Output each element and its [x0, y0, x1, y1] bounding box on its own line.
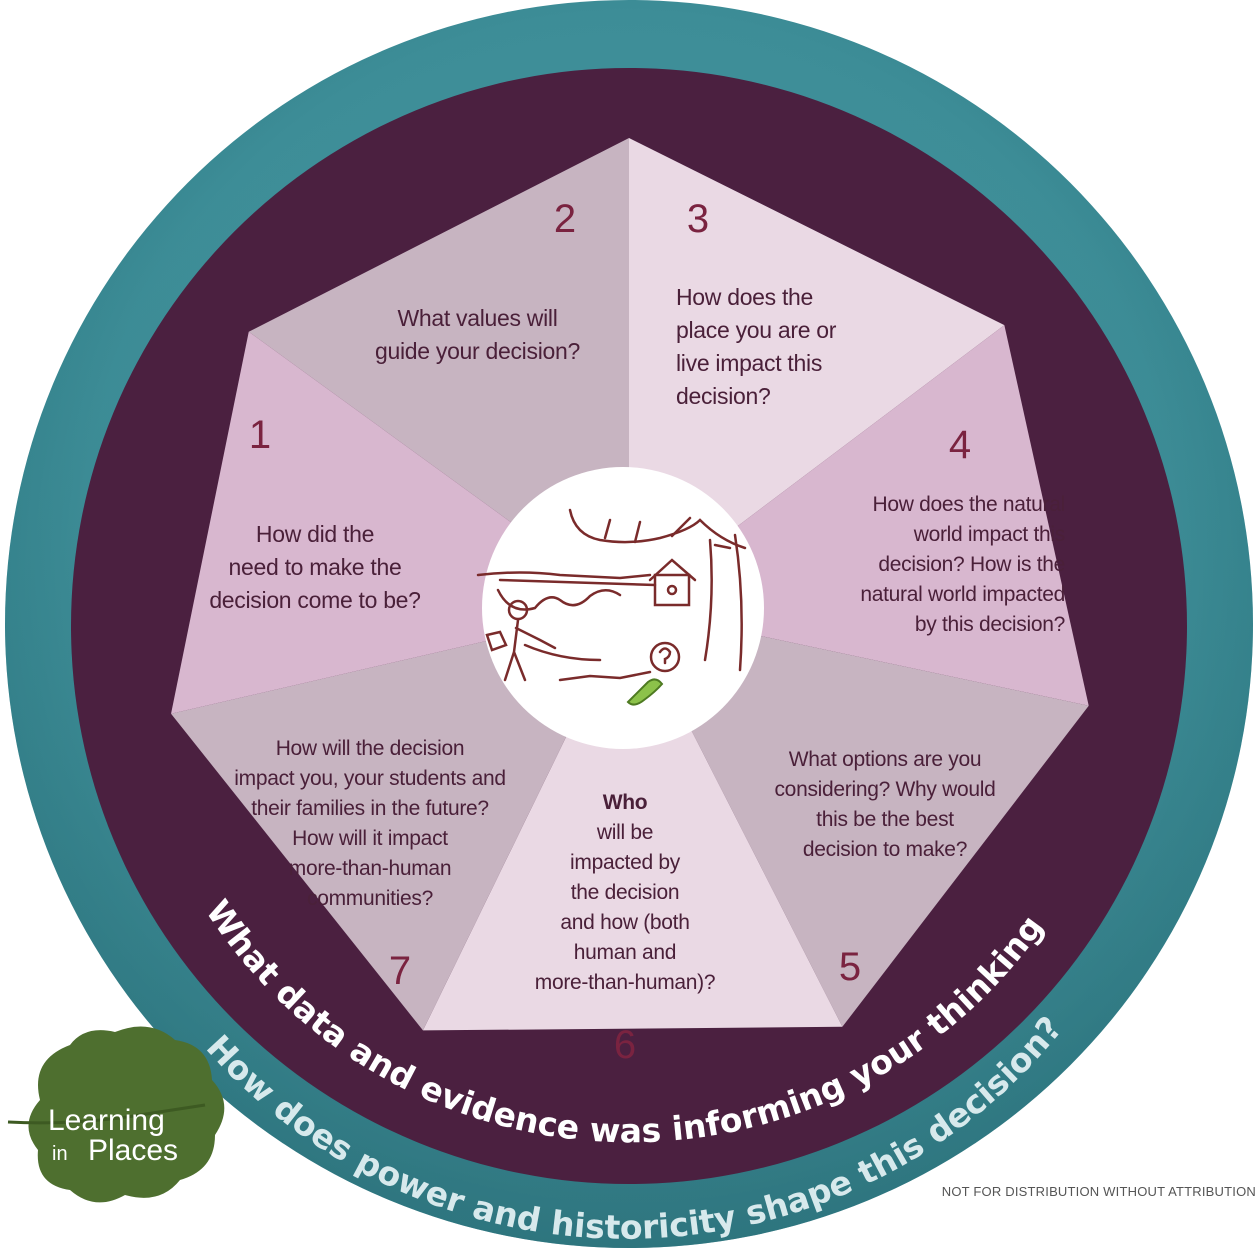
svg-text:Learning: Learning: [48, 1104, 165, 1137]
question-3-line: decision?: [676, 383, 771, 409]
svg-text:in: in: [52, 1143, 68, 1165]
segment-3: [629, 138, 1005, 608]
question-6-line: Who: [602, 791, 648, 814]
question-6-line: more-than-human)?: [534, 971, 716, 994]
svg-text:Places: Places: [88, 1134, 178, 1167]
segment-number-4: 4: [949, 423, 971, 467]
question-7-line: How will it impact: [292, 827, 448, 850]
question-3: How does the place you are or live impact …: [676, 281, 896, 413]
segment-number-6: 6: [614, 1023, 636, 1067]
question-4-line: by this decision?: [914, 613, 1065, 636]
segment-number-2: 2: [554, 197, 576, 241]
segment-7: [171, 608, 629, 1031]
question-7-line: communities?: [307, 887, 433, 910]
question-3-line: place you are or: [676, 317, 837, 343]
question-4-line: natural world impacted: [860, 583, 1065, 606]
question-7-line: their families in the future?: [251, 797, 489, 820]
question-6-line: human and: [573, 941, 677, 964]
question-7-line: impact you, your students and: [234, 767, 506, 790]
question-7-line: How will the decision: [275, 737, 465, 760]
segment-number-1: 1: [249, 413, 271, 457]
segment-number-5: 5: [839, 945, 861, 989]
question-6-line: the decision: [570, 881, 680, 904]
segment-number-3: 3: [687, 197, 709, 241]
segment-5: [629, 608, 1089, 1027]
segment-number-7: 7: [389, 949, 411, 993]
question-6-line: and how (both: [560, 911, 690, 934]
attribution-footer: NOT FOR DISTRIBUTION WITHOUT ATTRIBUTION: [941, 1184, 1256, 1199]
question-1: How did the need to make the decision come…: [190, 518, 440, 617]
segment-2: [248, 138, 629, 608]
question-1-line: need to make the: [228, 554, 402, 580]
question-6-line: impacted by: [570, 851, 680, 874]
question-3-line: How does the: [676, 284, 814, 310]
question-5-line: this be the best: [816, 808, 954, 831]
question-6-line: will be: [596, 821, 654, 844]
question-7-line: more-than-human: [288, 857, 452, 880]
question-3-line: live impact this: [676, 350, 823, 376]
question-5-line: decision to make?: [802, 838, 968, 861]
segment-6: [422, 608, 843, 1031]
question-5-line: considering? Why would: [774, 778, 996, 801]
question-5-line: What options are you: [788, 748, 982, 771]
question-2-line: guide your decision?: [375, 338, 580, 364]
center-illustration: [476, 467, 764, 749]
leaf-logo-icon: [28, 1026, 225, 1203]
question-2-line: What values will: [397, 305, 558, 331]
question-5: What options are you considering? Why wou…: [745, 745, 1025, 865]
question-1-line: How did the: [255, 521, 375, 547]
question-6: Who will be impacted by the decision and how…: [500, 788, 750, 998]
learning-in-places-logo: Learning in Places: [7, 1026, 225, 1203]
question-4-line: How does the natural: [872, 493, 1066, 516]
question-4-line: decision? How is the: [878, 553, 1065, 576]
question-1-line: decision come to be?: [209, 587, 421, 613]
question-4-line: world impact this: [913, 523, 1066, 546]
question-7: How will the decision impact you, your st…: [210, 734, 530, 914]
question-2: What values will guide your decision?: [345, 302, 610, 368]
question-4: How does the natural world impact this dec…: [800, 490, 1065, 640]
